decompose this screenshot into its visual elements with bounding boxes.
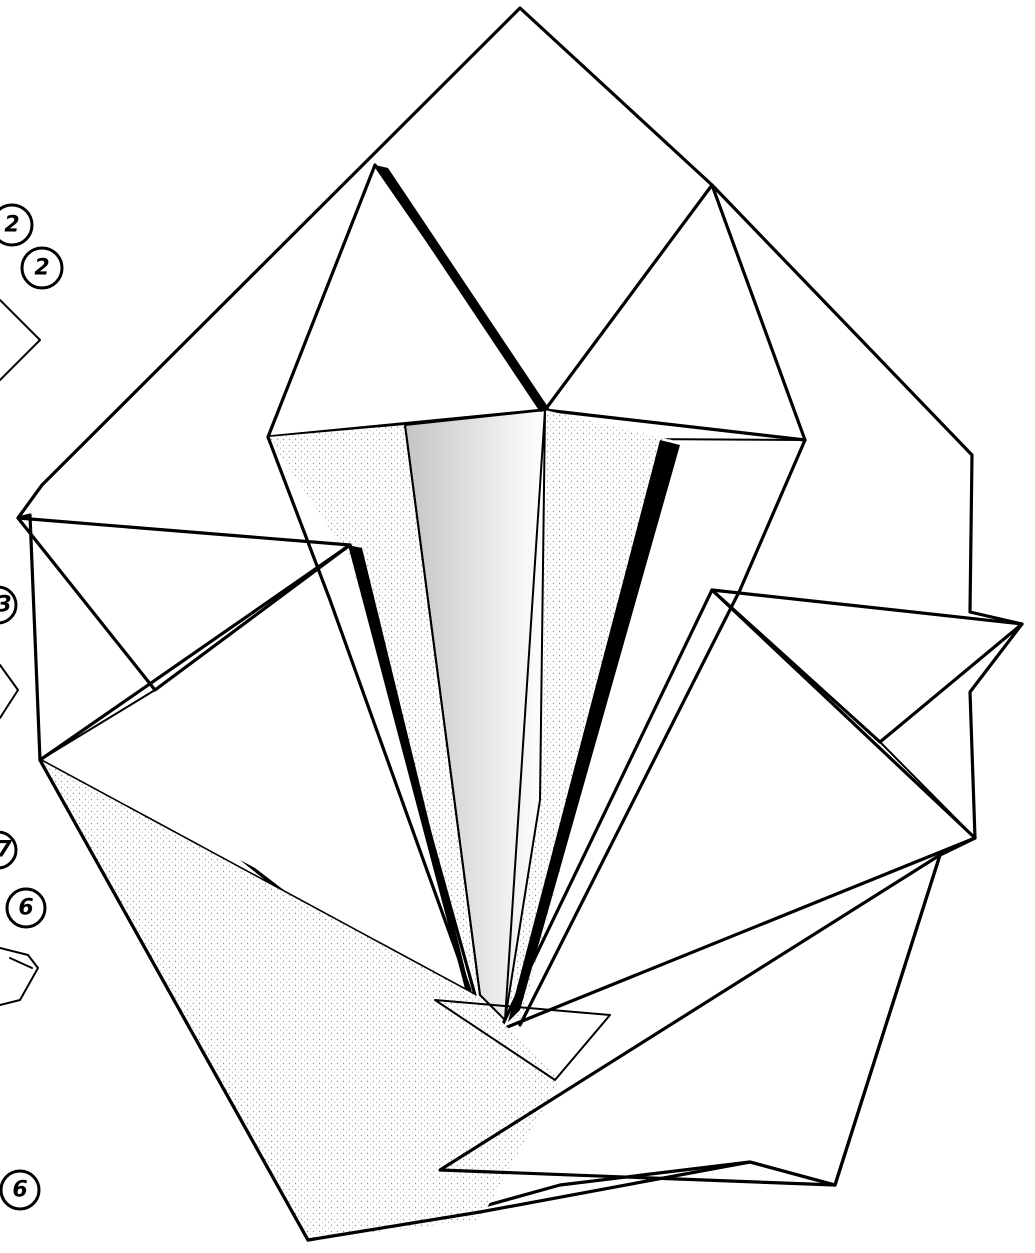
- edge-fragment-middle: [0, 665, 18, 718]
- step-marker-3: 3: [0, 587, 16, 623]
- right-wing-crease: [880, 742, 975, 838]
- edge-fragment-top: [0, 300, 40, 380]
- step-marker-4: 7: [0, 832, 16, 868]
- step-marker-5: 6: [7, 889, 45, 927]
- step-marker-2-label: 2: [34, 256, 49, 281]
- step-marker-2: 2: [22, 248, 62, 288]
- step-marker-1-label: 2: [4, 213, 19, 238]
- step-marker-4-label: 7: [0, 838, 12, 863]
- left-wing-crease: [40, 690, 155, 760]
- edge-fragment-arrow: [0, 948, 38, 1005]
- shadow-fold-top: [375, 165, 550, 412]
- step-marker-6: 6: [1, 1171, 39, 1209]
- left-wing-outer: [18, 518, 350, 690]
- step-marker-3-label: 3: [0, 593, 12, 618]
- step-marker-5-label: 6: [18, 896, 33, 921]
- top-right-panel: [545, 185, 805, 440]
- step-marker-6-label: 6: [12, 1178, 27, 1203]
- step-marker-1: 2: [0, 205, 32, 245]
